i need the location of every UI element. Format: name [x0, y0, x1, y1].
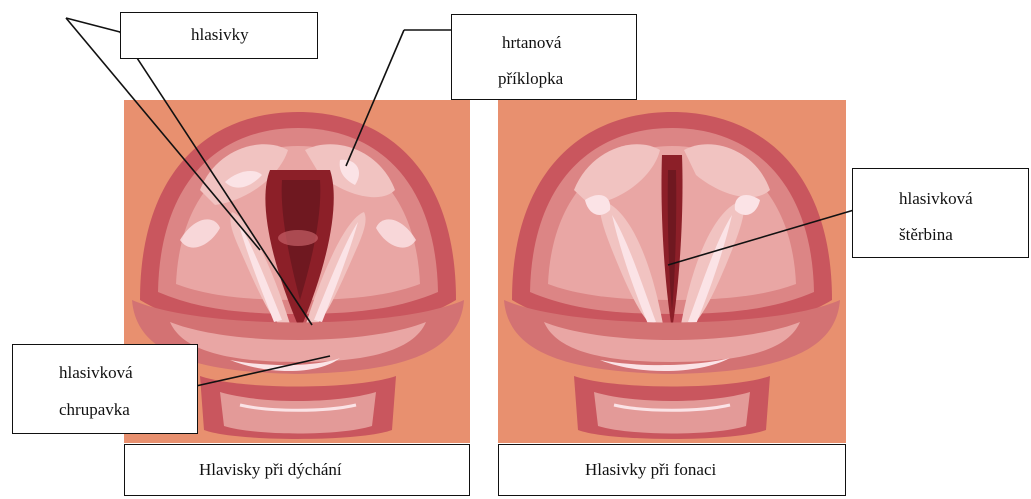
label-epiglottis: hrtanová příklopka [451, 14, 637, 100]
caption-phonation: Hlasivky při fonaci [498, 444, 846, 496]
label-glottis-line1: hlasivková [899, 189, 973, 209]
caption-phonation-text: Hlasivky při fonaci [585, 460, 716, 480]
label-vocal-cords: hlasivky [120, 12, 318, 59]
panel-phonation [498, 100, 846, 443]
label-vocal-cords-text: hlasivky [191, 25, 249, 45]
label-glottis: hlasivková štěrbina [852, 168, 1029, 258]
label-cartilage-line2: chrupavka [59, 400, 130, 420]
label-cartilage: hlasivková chrupavka [12, 344, 198, 434]
caption-breathing: Hlavisky při dýchání [124, 444, 470, 496]
caption-breathing-text: Hlavisky při dýchání [199, 460, 342, 480]
label-epiglottis-line1: hrtanová [502, 33, 561, 53]
label-epiglottis-line2: příklopka [498, 69, 563, 89]
label-cartilage-line1: hlasivková [59, 363, 133, 383]
label-glottis-line2: štěrbina [899, 225, 953, 245]
